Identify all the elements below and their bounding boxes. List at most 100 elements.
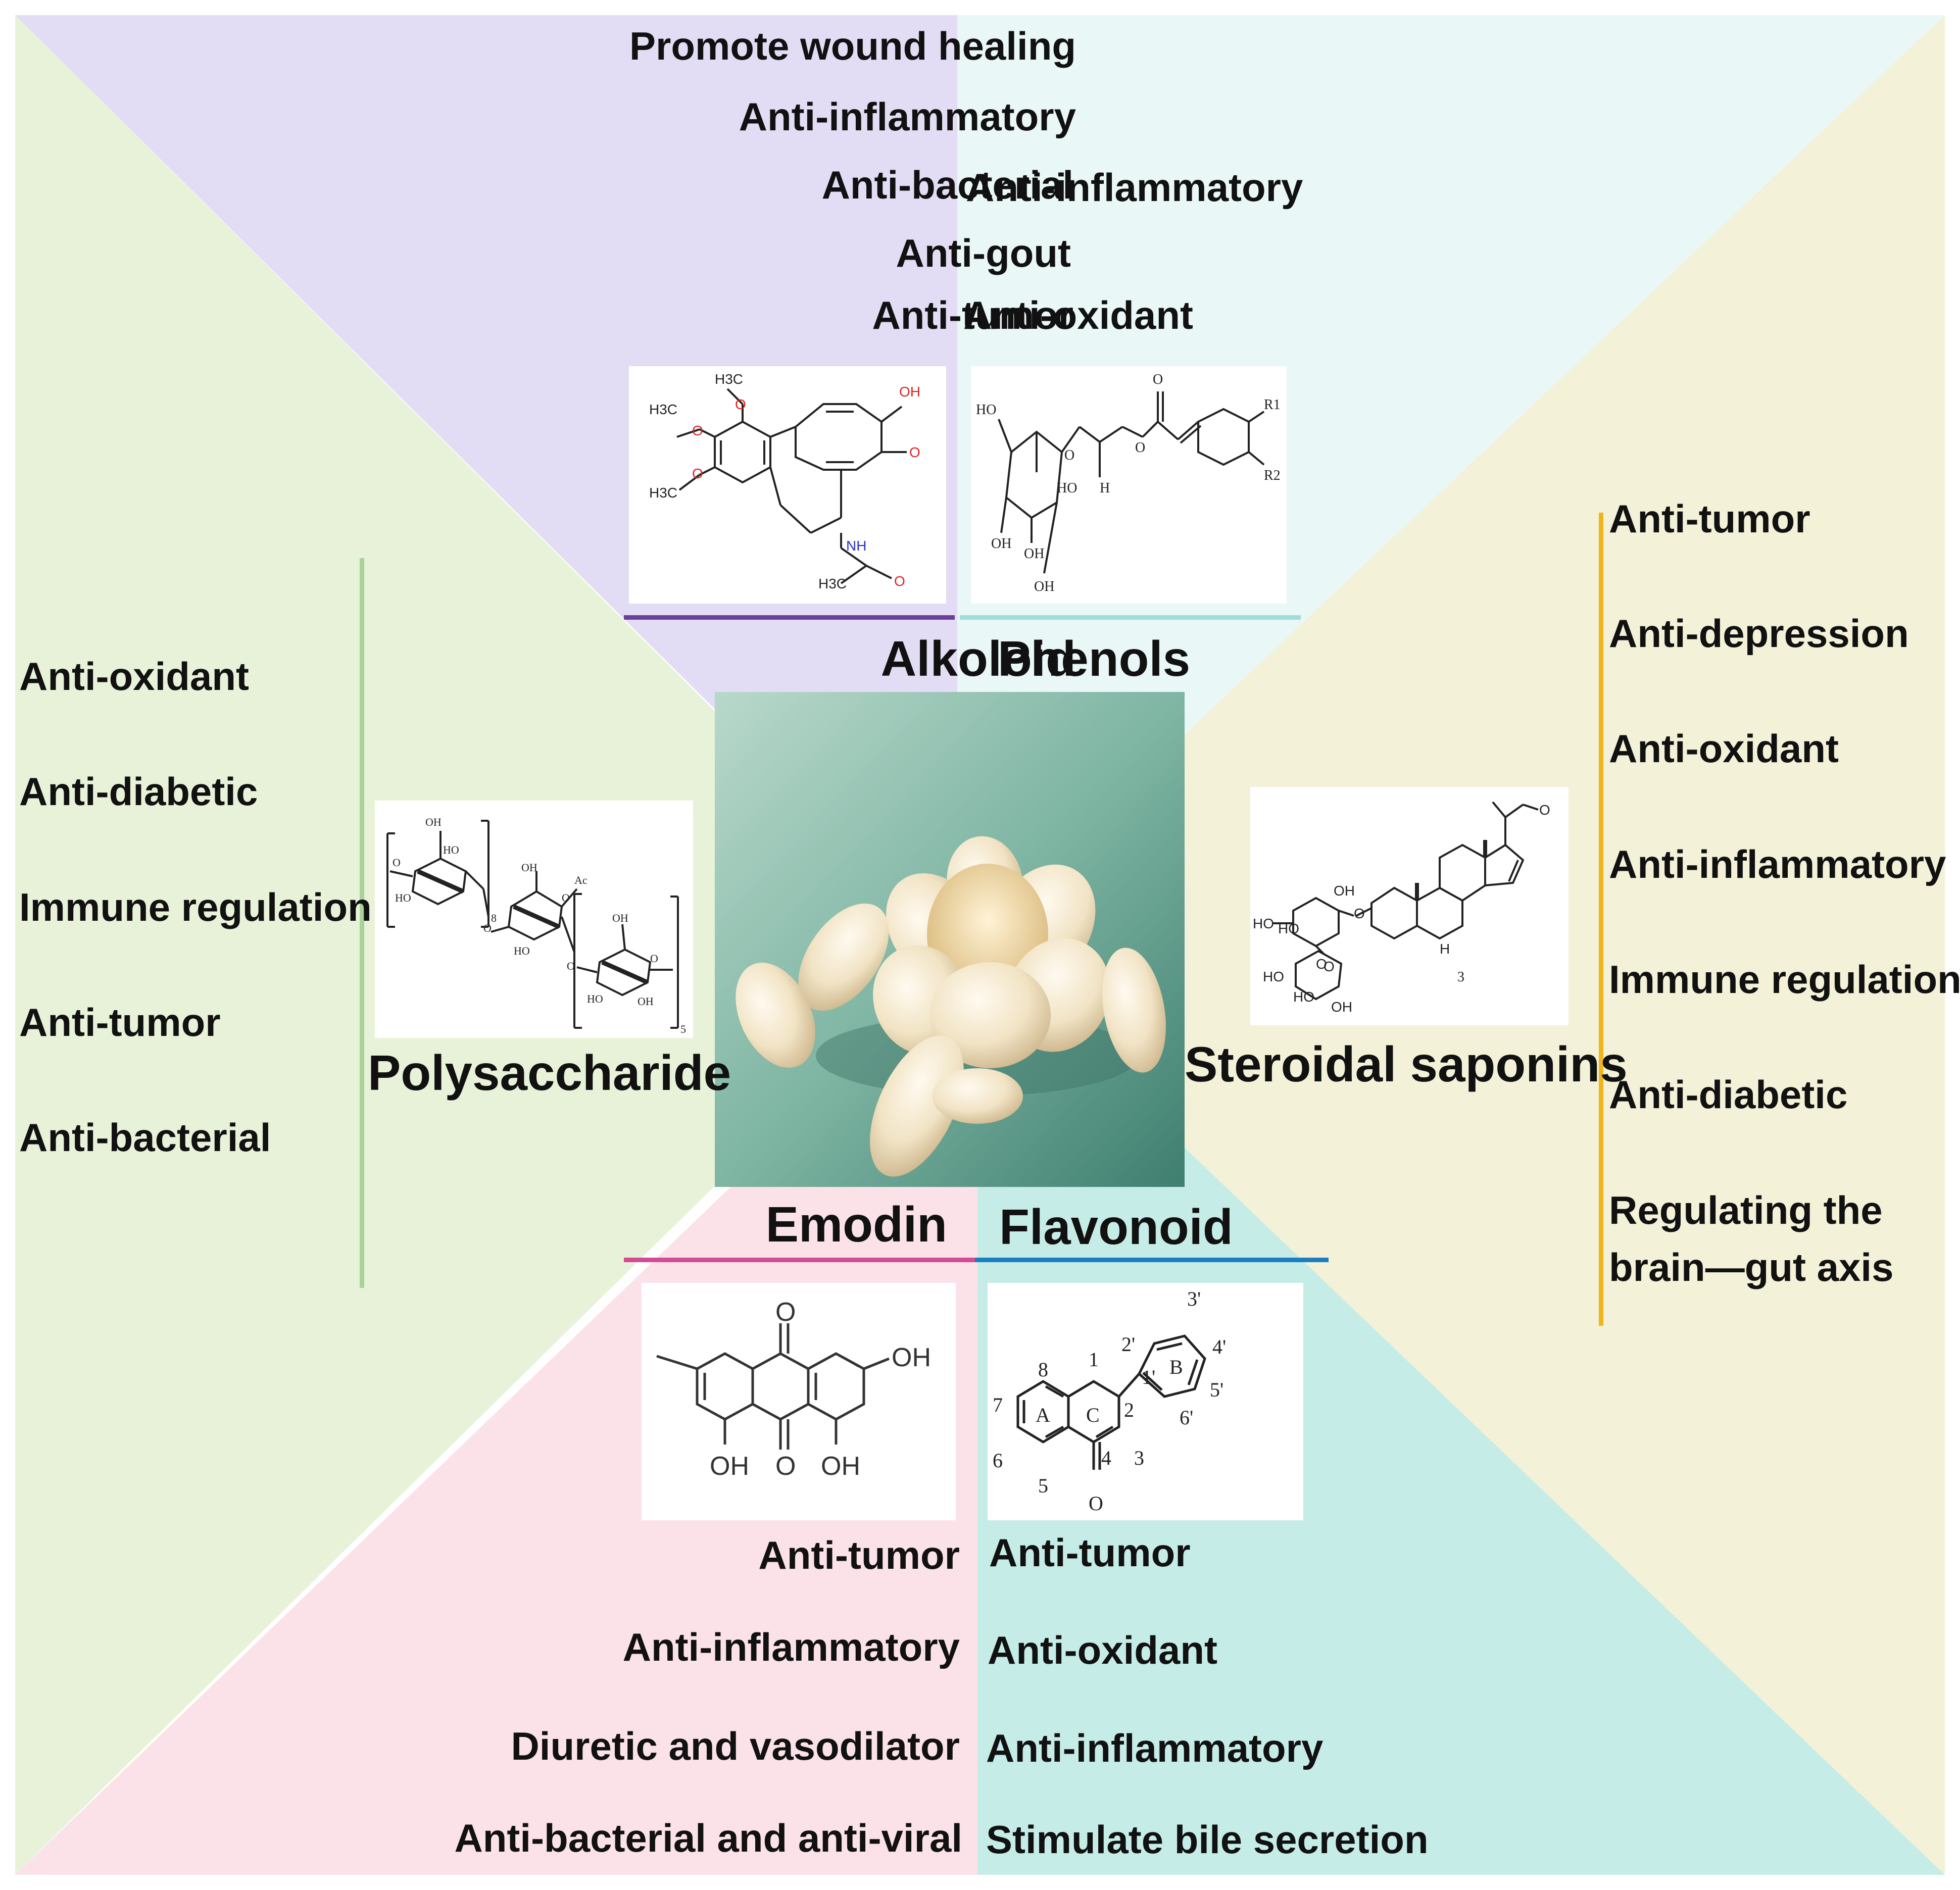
alkaloid-effect: Promote wound healing bbox=[629, 24, 1076, 68]
chem-label: R2 bbox=[1264, 468, 1281, 483]
flavonoid-effect: Anti-inflammatory bbox=[986, 1726, 1324, 1770]
polysaccharide-effect: Anti-tumor bbox=[19, 1000, 221, 1045]
chem-label: NH bbox=[846, 538, 866, 554]
chem-label: OH bbox=[899, 384, 920, 400]
chem-label: O bbox=[909, 444, 920, 460]
chem-label: OH bbox=[821, 1452, 860, 1481]
chem-label: 2' bbox=[1121, 1333, 1135, 1356]
garlic-lily-bulb-photo-icon bbox=[715, 692, 1185, 1187]
chem-label: O bbox=[393, 856, 401, 869]
polysaccharide-effect: Immune regulation bbox=[19, 885, 372, 929]
chem-label: O bbox=[1324, 959, 1335, 974]
chem-label: O bbox=[692, 466, 703, 481]
chem-label: H bbox=[1440, 941, 1450, 957]
polysaccharide-effect: Anti-bacterial bbox=[19, 1115, 271, 1160]
chem-label: R1 bbox=[1264, 397, 1281, 413]
chem-label: O bbox=[775, 1298, 796, 1327]
emodin-effect: Anti-bacterial and anti-viral bbox=[454, 1816, 962, 1860]
alkaloid-effect: Anti-gout bbox=[896, 231, 1071, 275]
chem-label: 5' bbox=[1210, 1378, 1223, 1401]
steroidal-structure: OH HO HO O O H HO HO O OH 3 O bbox=[1250, 787, 1569, 1025]
chem-label: 1 bbox=[1089, 1348, 1099, 1371]
chem-label: 6' bbox=[1180, 1406, 1193, 1429]
steroidal-effect: Anti-tumor bbox=[1609, 496, 1810, 541]
chem-label: HO bbox=[1263, 969, 1284, 984]
chem-label: 4' bbox=[1212, 1335, 1226, 1358]
alkaloid-underline bbox=[624, 615, 955, 620]
chem-label: HO bbox=[1293, 989, 1314, 1005]
phenols-title: Phenols bbox=[998, 631, 1191, 686]
phenols-structure: HO O O O HO H OH OH OH R1 R2 bbox=[971, 366, 1287, 604]
chem-label: O bbox=[650, 952, 658, 965]
chem-label: 8 bbox=[491, 912, 497, 924]
flavonoid-title: Flavonoid bbox=[999, 1199, 1233, 1255]
chem-label: A bbox=[1036, 1404, 1050, 1426]
chem-label: HO bbox=[587, 992, 603, 1005]
steroidal-effect: Anti-inflammatory bbox=[1609, 842, 1946, 886]
chem-label: HO bbox=[443, 843, 459, 856]
chem-label: O bbox=[1539, 802, 1550, 818]
emodin-effect: Diuretic and vasodilator bbox=[511, 1724, 960, 1768]
flavonoid-panel bbox=[977, 950, 1945, 1875]
chem-label: O bbox=[1089, 1492, 1103, 1515]
chem-label: 7 bbox=[993, 1394, 1003, 1416]
chem-label: 3 bbox=[1134, 1447, 1144, 1469]
chem-label: 5 bbox=[680, 1023, 686, 1035]
alkaloid-effect: Anti-bacterial bbox=[821, 163, 1073, 207]
chem-label: H3C bbox=[715, 371, 743, 387]
flavonoid-effect: Anti-oxidant bbox=[988, 1628, 1217, 1672]
chem-label: B bbox=[1169, 1356, 1183, 1378]
chem-label: 1' bbox=[1142, 1366, 1155, 1388]
chem-label: H3C bbox=[649, 485, 677, 501]
emodin-underline bbox=[624, 1258, 975, 1262]
emodin-structure: O OH OH O OH bbox=[642, 1283, 956, 1520]
chem-label: HO bbox=[976, 402, 996, 418]
polysaccharide-title: Polysaccharide bbox=[368, 1045, 731, 1101]
emodin-structure-icon: O OH OH O OH bbox=[656, 1298, 931, 1481]
emodin-effect: Anti-tumor bbox=[758, 1533, 960, 1577]
alkaloid-effect: Anti-inflammatory bbox=[739, 94, 1076, 139]
steroidal-title: Steroidal saponins bbox=[1185, 1036, 1628, 1092]
phenylpropanoid-structure-icon: HO O O O HO H OH OH OH R1 R2 bbox=[976, 372, 1281, 594]
chem-label: O bbox=[562, 891, 570, 904]
chem-label: OH bbox=[1024, 546, 1044, 562]
chem-label: H3C bbox=[818, 576, 847, 591]
polysaccharide-structure-icon: OH HO O HO O 8 OH Ac O O HO OH O HO OH 5 bbox=[386, 816, 686, 1035]
alkaloid-effect: Anti-tumor bbox=[872, 293, 1073, 337]
chem-label: 3 bbox=[1457, 969, 1464, 985]
chem-label: O bbox=[894, 573, 905, 589]
flavonoid-effect: Stimulate bile secretion bbox=[986, 1817, 1429, 1862]
chem-label: 2 bbox=[1124, 1399, 1134, 1421]
chem-label: 3' bbox=[1187, 1287, 1201, 1310]
chem-label: OH bbox=[1331, 999, 1352, 1015]
alkaloid-title: Alkoloid bbox=[880, 631, 1076, 686]
pregnane-glycoside-structure-icon: OH HO HO O O H HO HO O OH 3 O bbox=[1253, 801, 1550, 1015]
emodin-effect: Anti-inflammatory bbox=[622, 1625, 960, 1669]
chem-label: 8 bbox=[1038, 1358, 1048, 1381]
chem-label: OH bbox=[638, 995, 654, 1008]
chem-label: H bbox=[1100, 480, 1110, 496]
steroidal-effect: Regulating the bbox=[1609, 1188, 1883, 1232]
colchicine-structure-icon: H3C O H3C O H3C O OH O NH H3C O bbox=[649, 371, 920, 591]
chem-label: OH bbox=[612, 912, 628, 924]
chem-label: O bbox=[483, 922, 492, 934]
phenols-underline bbox=[960, 615, 1301, 620]
polysaccharide-structure: OH HO O HO O 8 OH Ac O O HO OH O HO OH 5 bbox=[375, 801, 693, 1038]
steroidal-effect: Immune regulation bbox=[1609, 957, 1960, 1002]
flavone-skeleton-structure-icon: 8 1 2' 1' B 3' 4' 5' 6' 7 A C 2 6 5 4 3 … bbox=[993, 1287, 1226, 1515]
chem-label: O bbox=[692, 423, 703, 438]
chem-label: OH bbox=[710, 1452, 749, 1481]
chem-label: HO bbox=[395, 891, 411, 904]
chem-label: OH bbox=[1334, 883, 1355, 899]
steroidal-effect: Anti-diabetic bbox=[1609, 1072, 1848, 1117]
chem-label: H3C bbox=[649, 402, 677, 417]
chem-label: OH bbox=[1034, 579, 1054, 594]
polysaccharide-bracket bbox=[360, 558, 364, 1288]
chem-label: HO bbox=[1253, 916, 1274, 931]
phenols-effect: Anti-inflammatory bbox=[966, 165, 1303, 210]
chem-label: OH bbox=[892, 1343, 931, 1372]
chem-label: O bbox=[1064, 447, 1074, 463]
chem-label: O bbox=[1135, 440, 1145, 456]
phenols-effect: Anti-oxidant bbox=[963, 293, 1193, 337]
